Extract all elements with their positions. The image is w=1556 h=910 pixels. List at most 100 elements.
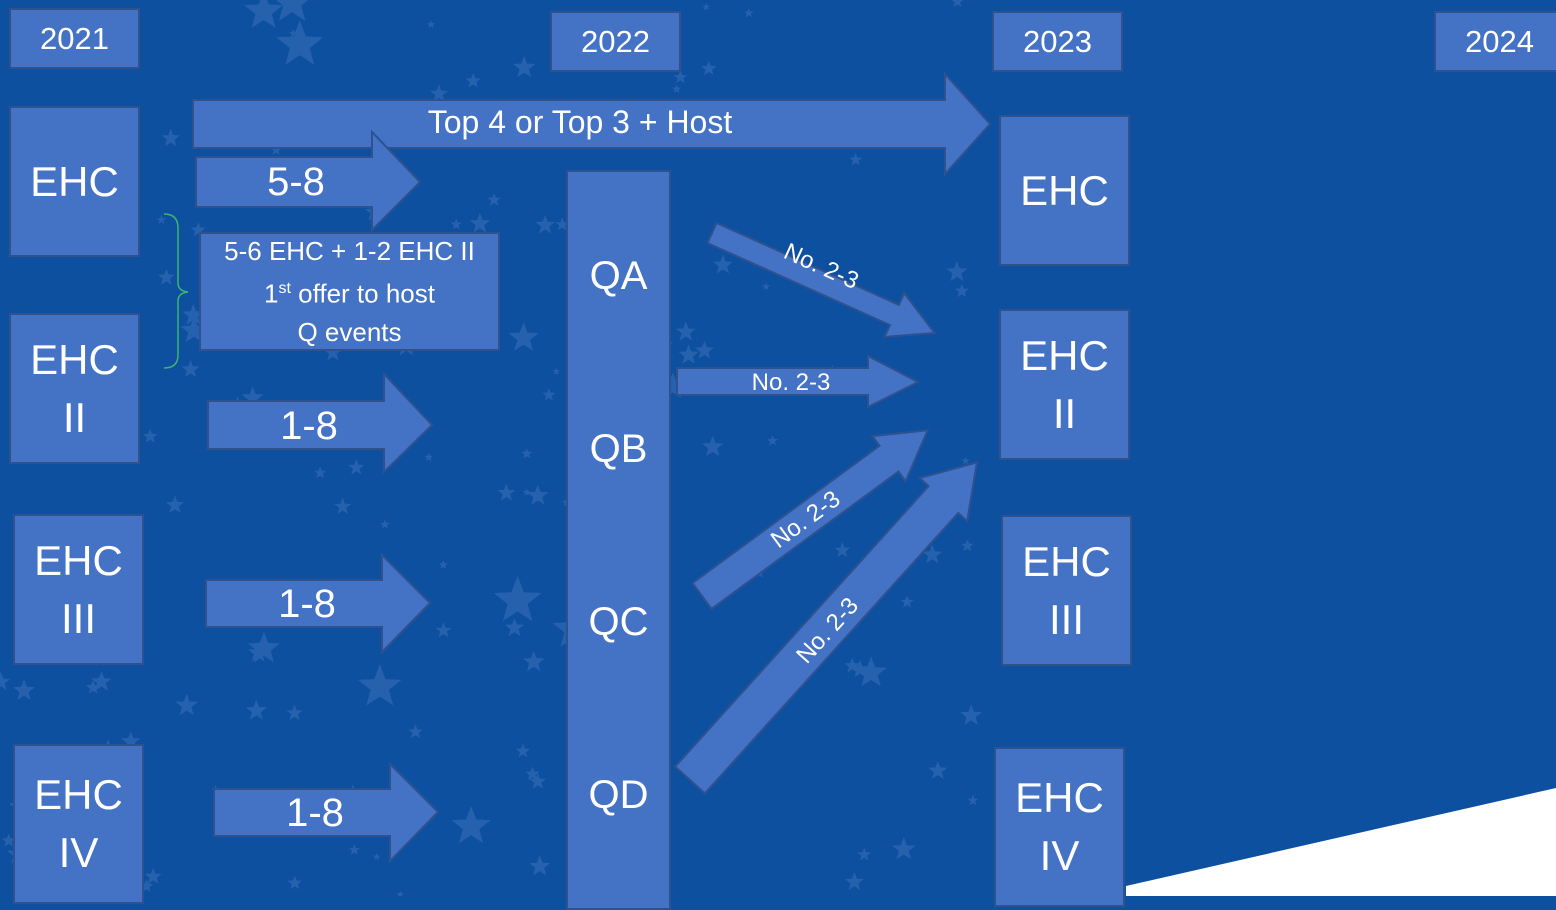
star-icon <box>762 282 771 291</box>
level-2021-ehc-iv: EHC IV <box>13 744 144 904</box>
star-icon <box>287 875 302 890</box>
arrow-top-label: Top 4 or Top 3 + Host <box>427 104 733 140</box>
star-icon <box>659 372 687 398</box>
qualifiers-column: QA QB QC QD <box>566 170 671 910</box>
star-icon <box>157 268 175 285</box>
star-icon <box>380 519 390 529</box>
star-icon <box>372 852 381 861</box>
arrow-qb-out <box>676 354 921 409</box>
year-2022: 2022 <box>550 11 681 72</box>
level-2023-ehc: EHC <box>999 115 1130 266</box>
star-icon <box>13 679 35 701</box>
star-icon <box>521 448 533 459</box>
star-icon <box>857 847 872 861</box>
star-icon <box>513 55 536 78</box>
star-icon <box>247 631 280 663</box>
star-icon <box>525 766 540 781</box>
year-2024: 2024 <box>1434 11 1556 72</box>
level-line1: EHC <box>1015 774 1104 821</box>
star-icon <box>408 724 423 739</box>
star-icon <box>504 617 525 637</box>
arrow-ehc4-label: 1-8 <box>286 791 344 835</box>
star-icon <box>493 575 542 622</box>
star-icon <box>121 731 141 750</box>
star-icon <box>165 495 185 513</box>
white-wedge <box>1126 788 1556 896</box>
star-icon <box>552 367 561 375</box>
star-icon <box>241 386 264 408</box>
bracket <box>163 213 189 369</box>
level-line2: III <box>60 594 96 642</box>
qualifier-qb: QB <box>589 427 648 471</box>
qualifier-qd: QD <box>588 773 649 817</box>
star-icon <box>954 283 969 298</box>
star-icon <box>844 872 864 891</box>
star-icon <box>175 693 198 716</box>
year-2023: 2023 <box>992 11 1123 72</box>
arrow-qc-out <box>691 429 930 611</box>
arrow-qa-out <box>706 221 937 339</box>
star-icon <box>855 656 887 687</box>
star-icon <box>542 388 556 401</box>
star-icon <box>961 539 974 552</box>
star-icon <box>182 303 205 325</box>
level-line2: II <box>1052 389 1077 437</box>
star-icon <box>673 70 688 84</box>
level-line2: III <box>1048 595 1084 643</box>
star-icon <box>849 153 863 166</box>
note-sup: st <box>278 280 291 298</box>
qualifier-qa: QA <box>589 254 648 298</box>
star-icon <box>451 805 491 844</box>
arrow-ehc-5-8 <box>195 129 422 233</box>
arrow-ehc4-1-8 <box>213 761 440 864</box>
star-icon <box>900 595 914 608</box>
star-icon <box>286 704 303 721</box>
star-icon <box>139 879 154 892</box>
star-icon <box>424 452 434 461</box>
star-icon <box>435 622 452 638</box>
star-icon <box>156 214 167 224</box>
star-icon <box>702 435 724 457</box>
star-icon <box>744 8 754 18</box>
star-icon <box>276 0 309 21</box>
star-icon <box>144 867 162 884</box>
level-line1: EHC <box>1020 331 1109 379</box>
star-icon <box>928 760 948 779</box>
star-icon <box>348 459 365 475</box>
star-icon <box>396 890 405 896</box>
note-num: 1 <box>264 278 279 309</box>
level-2023-ehc-ii: EHC II <box>999 309 1130 460</box>
level-2023-ehc-iii: EHC III <box>1001 515 1132 666</box>
qualifier-qc: QC <box>588 600 649 644</box>
star-icon <box>358 664 402 706</box>
star-icon <box>161 128 180 147</box>
level-line1: EHC <box>1020 166 1109 214</box>
arrow-ehc3-1-8 <box>205 552 432 655</box>
star-icon <box>190 222 206 237</box>
star-icon <box>522 488 531 496</box>
star-icon <box>555 217 569 231</box>
star-icon <box>313 466 327 479</box>
star-icon <box>672 84 682 93</box>
star-icon <box>702 2 711 11</box>
star-icon <box>951 0 964 7</box>
star-icon <box>922 544 942 564</box>
level-2021-ehc: EHC <box>9 106 140 257</box>
level-line1: EHC <box>30 335 119 383</box>
star-icon <box>844 657 860 673</box>
star-icon <box>85 680 101 694</box>
star-icon <box>180 316 208 343</box>
star-icon <box>91 671 112 691</box>
star-icon <box>960 704 982 725</box>
level-line2: IV <box>1039 832 1080 879</box>
level-2021-ehc-ii: EHC II <box>9 313 140 464</box>
star-icon <box>181 359 200 377</box>
arrow-ehc2-1-8 <box>207 371 434 475</box>
star-icon <box>967 794 979 806</box>
star-icon <box>348 844 360 855</box>
star-icon <box>535 214 555 234</box>
note-rest: offer to host <box>290 278 435 309</box>
star-icon <box>487 192 501 206</box>
star-icon <box>244 0 284 28</box>
